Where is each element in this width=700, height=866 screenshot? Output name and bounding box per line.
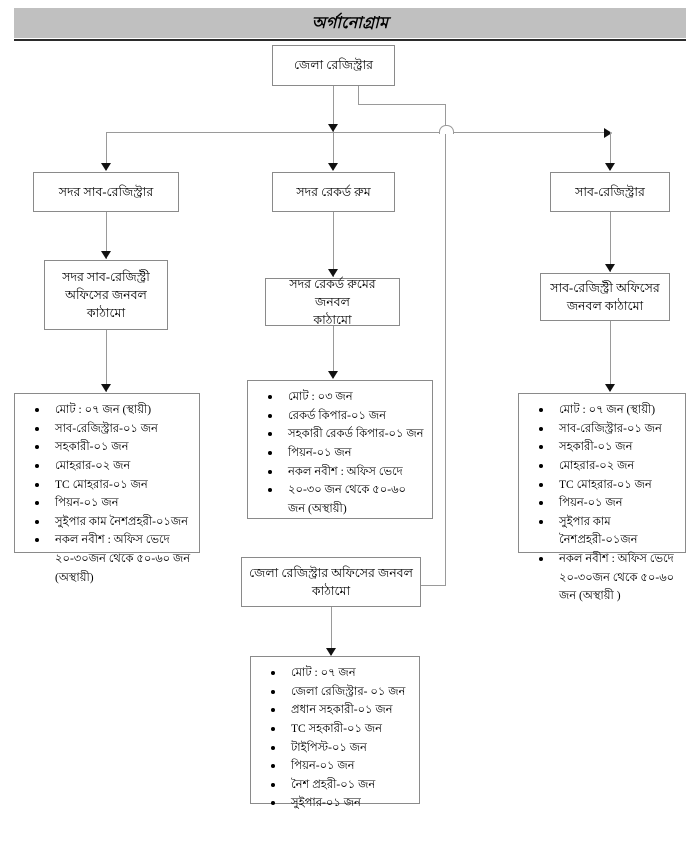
node-label-line3: কাঠামো [86, 306, 126, 321]
connector-bus-to-left [106, 132, 107, 170]
list-item: সুইপার কাম নৈশপ্রহরী-০১জন [539, 513, 679, 550]
connector-bus-to-mid [333, 132, 334, 170]
connector-left-to-struct [106, 212, 107, 259]
list-item: পিয়ন-০১ জন [268, 444, 426, 463]
node-sub-registry-office-manpower[interactable]: সাব-রেজিস্ট্রী অফিসের জনবল কাঠামো [540, 273, 670, 321]
node-label: সদর রেকর্ড রুম [296, 184, 371, 199]
list-item: পিয়ন-০১ জন [271, 757, 413, 776]
connector-line-hop [439, 125, 454, 134]
arrow-root-to-bus [328, 124, 338, 132]
arrow-to-branch-left [101, 163, 111, 171]
list-item: নৈশ প্রহরী-০১ জন [271, 776, 413, 795]
node-label-line2: অফিসের জনবল [65, 287, 147, 302]
arrow-bus-right-end [604, 128, 612, 138]
list-item: মোহরার-০২ জন [539, 457, 679, 476]
title-banner: অর্গানোগ্রাম [14, 8, 686, 38]
list-item: সহকারী-০১ জন [35, 438, 193, 457]
connector-mid-to-list [333, 326, 334, 378]
arrow-mid-to-list [328, 371, 338, 379]
list-item: সুইপার-০১ জন [271, 794, 413, 813]
title-divider [14, 39, 686, 41]
connector-left-to-list [106, 330, 107, 392]
list-item: TC মোহরার-০১ জন [35, 476, 193, 495]
page-title: অর্গানোগ্রাম [311, 14, 389, 32]
node-label: সাব-রেজিস্ট্রার [575, 184, 645, 199]
node-district-registrar-office-manpower[interactable]: জেলা রেজিস্ট্রার অফিসের জনবল কাঠামো [241, 557, 421, 607]
list-item: সাব-রেজিস্ট্রার-০১ জন [539, 420, 679, 439]
connector-right-to-struct [610, 212, 611, 272]
arrow-right-to-struct [605, 264, 615, 272]
connector-bus [106, 132, 610, 133]
arrow-mid-to-struct [328, 269, 338, 277]
list-item: TC মোহরার-০১ জন [539, 476, 679, 495]
node-label-line2: জনবল কাঠামো [566, 299, 644, 313]
node-sadar-record-room-manpower[interactable]: সদর রেকর্ড রুমের জনবল কাঠামো [265, 276, 400, 328]
list-item: নকল নবীশ : অফিস ভেদে ২০-৩০জন থেকে ৫০-৬০ … [35, 531, 193, 587]
connector-mid-to-struct [333, 212, 334, 277]
node-label-line1: সাব-রেজিস্ট্রী অফিসের [550, 280, 660, 295]
list-sadar-sub-registry-manpower: মোট : ০৭ জন (স্থায়ী) সাব-রেজিস্ট্রার-০১… [14, 393, 200, 584]
connector-bus-to-right [610, 132, 611, 170]
list-items: মোট : ০৭ জন (স্থায়ী) সাব-রেজিস্ট্রার-০১… [21, 401, 193, 587]
connector-root-right-stub [358, 86, 359, 104]
list-item: মোট : ০৭ জন (স্থায়ী) [35, 401, 193, 420]
list-item: সুইপার কাম নৈশপ্রহরী-০১জন [35, 513, 193, 532]
list-item: পিয়ন-০১ জন [35, 494, 193, 513]
node-district-registrar[interactable]: জেলা রেজিস্ট্রার [272, 45, 395, 86]
arrow-district-struct-to-list [326, 648, 336, 656]
list-item: ২০-৩০ জন থেকে ৫০-৬০ জন (অস্থায়ী) [268, 481, 426, 518]
list-items: মোট : ০৭ জন (স্থায়ী) সাব-রেজিস্ট্রার-০১… [525, 401, 679, 606]
node-sadar-record-room[interactable]: সদর রেকর্ড রুম [272, 172, 395, 212]
list-item: মোট : ০৭ জন (স্থায়ী) [539, 401, 679, 420]
list-item: রেকর্ড কিপার-০১ জন [268, 407, 426, 426]
node-sadar-sub-registrar[interactable]: সদর সাব-রেজিস্ট্রার [33, 172, 179, 212]
node-label-line1: সদর সাব-রেজিস্ট্রী [62, 269, 150, 284]
list-item: নকল নবীশ : অফিস ভেদে ২০-৩০জন থেকে ৫০-৬০ … [539, 550, 679, 606]
arrow-to-branch-right [605, 163, 615, 171]
node-label-line1: জেলা রেজিস্ট্রার অফিসের জনবল [249, 565, 413, 580]
node-label-line2: কাঠামো [311, 584, 351, 598]
connector-into-district-struct [420, 585, 446, 586]
node-label: সদর সাব-রেজিস্ট্রার [58, 184, 154, 199]
node-label: জেলা রেজিস্ট্রার [293, 58, 373, 73]
list-item: মোহরার-০২ জন [35, 457, 193, 476]
arrow-left-to-struct [101, 251, 111, 259]
list-item: পিয়ন-০১ জন [539, 494, 679, 513]
list-item: মোট : ০৭ জন [271, 664, 413, 683]
connector-root-right-run [358, 104, 446, 105]
list-item: TC সহকারী-০১ জন [271, 720, 413, 739]
connector-district-struct-to-list [331, 607, 332, 655]
list-item: টাইপিস্ট-০১ জন [271, 739, 413, 758]
list-item: সাব-রেজিস্ট্রার-০১ জন [35, 420, 193, 439]
node-sadar-sub-registry-office-manpower[interactable]: সদর সাব-রেজিস্ট্রী অফিসের জনবল কাঠামো [44, 260, 168, 330]
list-sadar-record-room-manpower: মোট : ০৩ জন রেকর্ড কিপার-০১ জন সহকারী রে… [247, 380, 433, 519]
list-item: প্রধান সহকারী-০১ জন [271, 701, 413, 720]
list-item: মোট : ০৩ জন [268, 388, 426, 407]
list-sub-registry-office-manpower: মোট : ০৭ জন (স্থায়ী) সাব-রেজিস্ট্রার-০১… [518, 393, 686, 602]
arrow-to-branch-mid [328, 163, 338, 171]
node-sub-registrar[interactable]: সাব-রেজিস্ট্রার [550, 172, 670, 212]
connector-root-center [333, 86, 334, 132]
list-item: সহকারী-০১ জন [539, 438, 679, 457]
list-items: মোট : ০৩ জন রেকর্ড কিপার-০১ জন সহকারী রে… [254, 388, 426, 518]
list-item: নকল নবীশ : অফিস ভেদে [268, 463, 426, 482]
arrow-right-to-list [605, 384, 615, 392]
list-item: জেলা রেজিস্ট্রার- ০১ জন [271, 683, 413, 702]
connector-right-to-list [610, 321, 611, 391]
node-label-line1: সদর রেকর্ড রুমের জনবল [289, 276, 376, 309]
arrow-left-to-list [101, 384, 111, 392]
list-district-registrar-office-manpower: মোট : ০৭ জন জেলা রেজিস্ট্রার- ০১ জন প্রধ… [250, 656, 420, 809]
list-item: সহকারী রেকর্ড কিপার-০১ জন [268, 425, 426, 444]
connector-district-struct-drop [445, 104, 446, 585]
node-label-line2: কাঠামো [313, 313, 352, 328]
list-items: মোট : ০৭ জন জেলা রেজিস্ট্রার- ০১ জন প্রধ… [257, 664, 413, 813]
